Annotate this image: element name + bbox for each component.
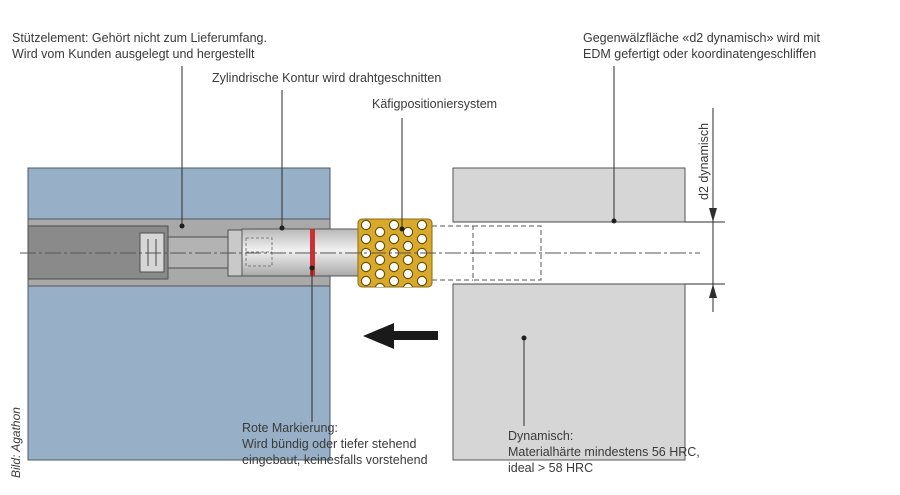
- arrow-left-icon: [363, 323, 438, 349]
- cage-ball: [388, 261, 400, 273]
- cylindrical-contour-label: Zylindrische Kontur wird drahtgeschnitte…: [212, 71, 441, 85]
- static-block: [27, 167, 331, 461]
- red-marking-label-3: eingebaut, keinesfalls vorstehend: [242, 453, 428, 467]
- leader-lines: [179, 66, 617, 426]
- guide-pillar: [241, 228, 359, 277]
- dynamic-label-2: Materialhärte mindestens 56 HRC,: [508, 445, 700, 459]
- red-marking-label-2: Wird bündig oder tiefer stehend: [242, 437, 416, 451]
- cage-ball: [416, 219, 428, 231]
- red-marking: [310, 229, 315, 276]
- d2-dimension-label: d2 dynamisch: [697, 123, 711, 200]
- cage-ball: [360, 275, 372, 287]
- cage-ball: [416, 275, 428, 287]
- cage-ball: [374, 240, 386, 252]
- cage-ball: [360, 233, 372, 245]
- cage-ball: [374, 254, 386, 266]
- cage-ball: [388, 219, 400, 231]
- cage-ball: [374, 226, 386, 238]
- dynamic-block: [432, 167, 686, 461]
- cage-ball: [402, 240, 414, 252]
- red-marking-label-1: Rote Markierung:: [242, 421, 338, 435]
- cage-ball: [360, 261, 372, 273]
- cage-ball: [402, 282, 414, 287]
- cage-ball: [374, 268, 386, 280]
- cage-ball: [388, 233, 400, 245]
- dynamic-label-1: Dynamisch:: [508, 429, 573, 443]
- support-element-label-1: Stützelement: Gehört nicht zum Lieferumf…: [12, 31, 267, 45]
- cage-ball: [402, 268, 414, 280]
- counter-surface-label-1: Gegenwälzfläche «d2 dynamisch» wird mit: [583, 31, 820, 45]
- cage-ball: [416, 233, 428, 245]
- ball-cage: [357, 218, 433, 288]
- cage-ball: [360, 219, 372, 231]
- dynamic-label-3: ideal > 58 HRC: [508, 461, 593, 475]
- image-credit: Bild: Agathon: [9, 407, 23, 478]
- cage-ball: [388, 275, 400, 287]
- d2-dimension: d2 dynamisch: [685, 108, 725, 312]
- cage-ball: [416, 261, 428, 273]
- counter-surface-label-2: EDM gefertigt oder koordinatengeschliffe…: [583, 47, 816, 61]
- cage-ball: [402, 226, 414, 238]
- cage-positioning-label: Käfigpositioniersystem: [372, 97, 497, 111]
- support-element-label-2: Wird vom Kunden ausgelegt und hergestell…: [12, 47, 255, 61]
- annotations: Stützelement: Gehört nicht zum Lieferumf…: [9, 31, 820, 478]
- cage-ball: [402, 254, 414, 266]
- cage-ball: [374, 282, 386, 287]
